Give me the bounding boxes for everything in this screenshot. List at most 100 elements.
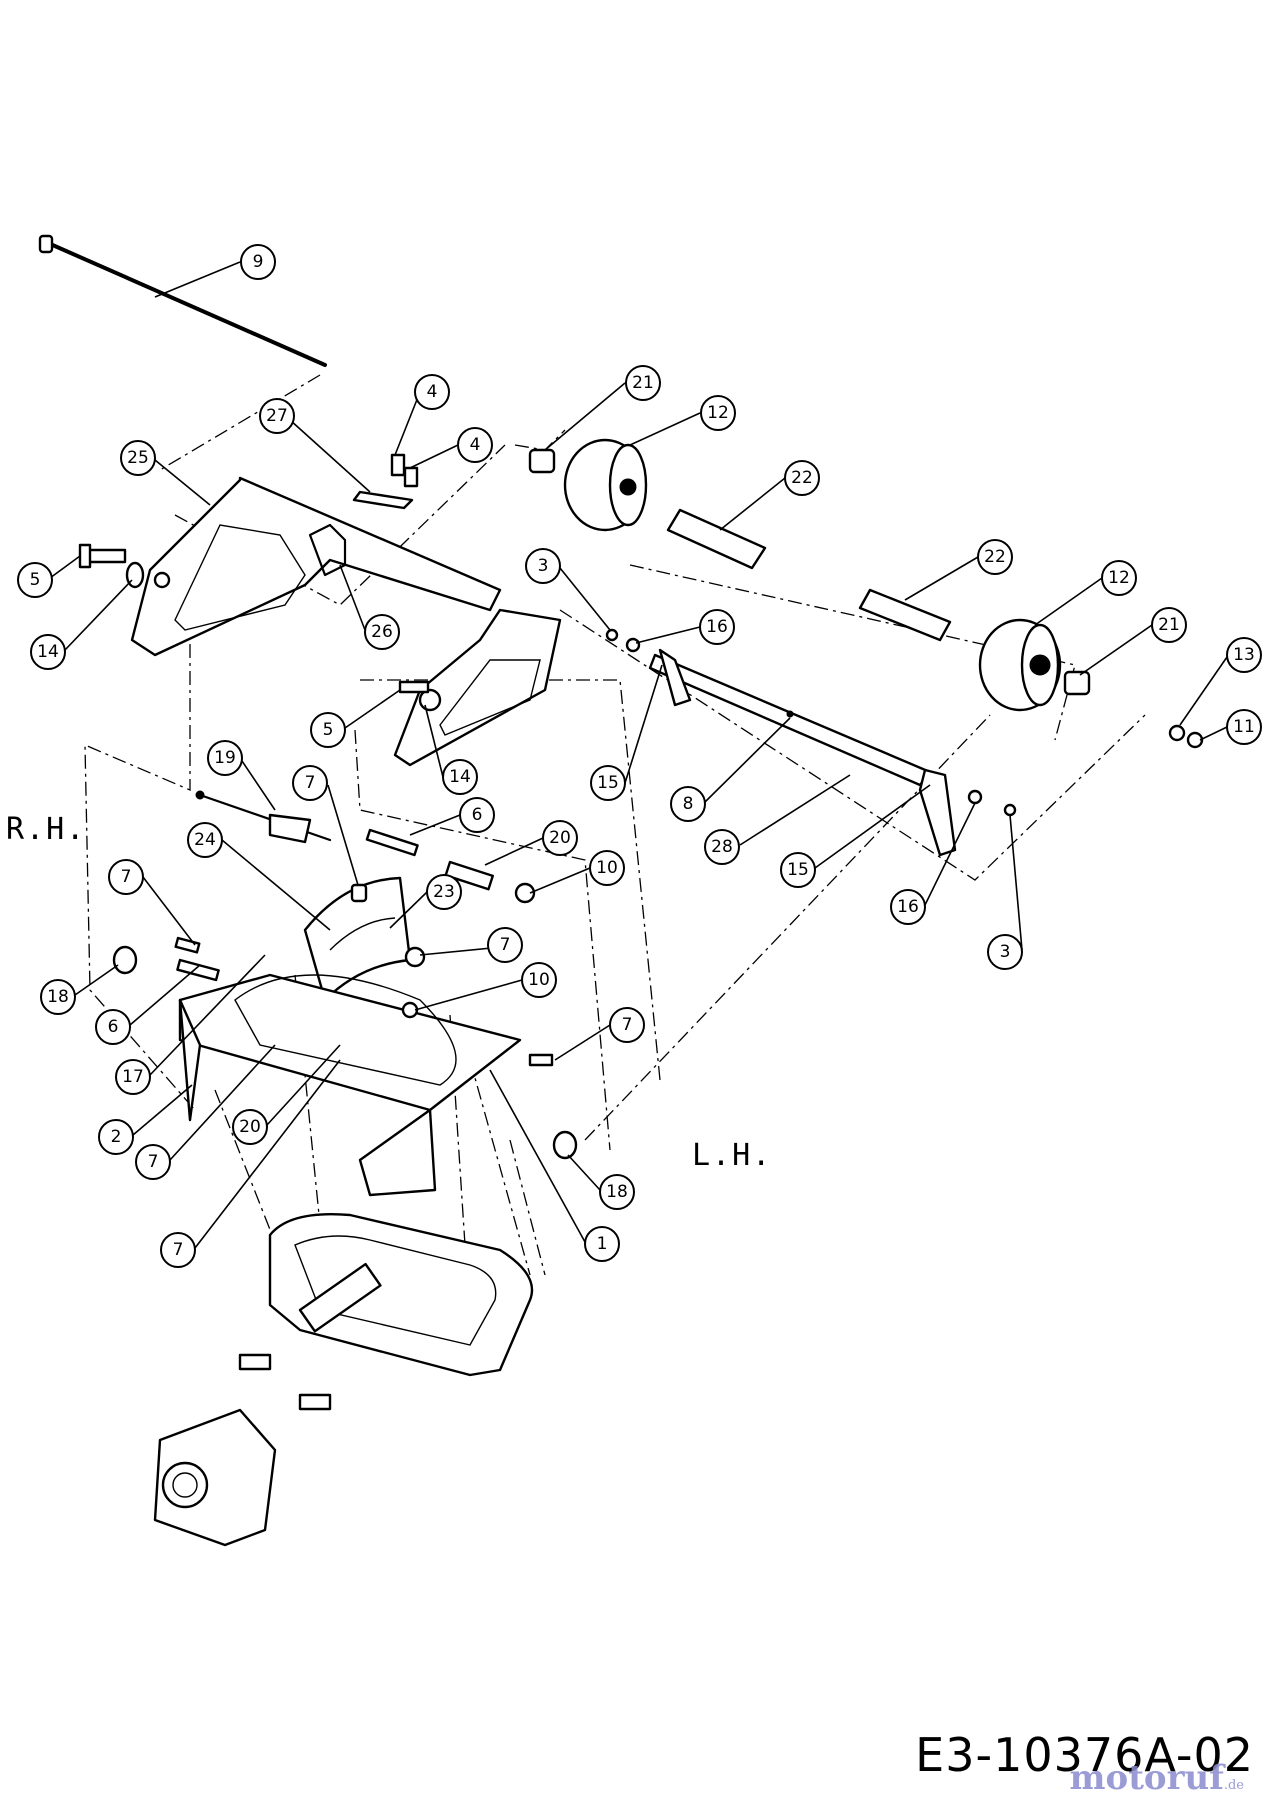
callout-27: 27 [259, 398, 371, 493]
part-27-plate-and-part-4-screws [352, 453, 419, 510]
callout-28: 28 [704, 774, 851, 865]
callout-7b: 7 [108, 859, 196, 946]
watermark-text: motoruf [1069, 1758, 1224, 1798]
drawing-number: E3-10376A-02 [915, 1728, 1254, 1782]
callout-21a: 21 [544, 365, 661, 451]
callout-10a: 10 [529, 850, 625, 894]
svg-text:3: 3 [1000, 942, 1011, 962]
svg-text:7: 7 [148, 1152, 159, 1172]
svg-text:5: 5 [30, 570, 41, 590]
auger-housing-and-gearbox [153, 1213, 534, 1547]
callout-4b: 4 [409, 427, 493, 469]
svg-text:27: 27 [266, 406, 288, 426]
callout-10b: 10 [414, 962, 557, 1011]
svg-text:26: 26 [371, 622, 393, 642]
svg-text:8: 8 [683, 794, 694, 814]
part-18-bushings [112, 945, 578, 1160]
part-6-bolt-20-spacer-10-nut-upper [365, 828, 536, 904]
part-1-2-chute-housing [174, 936, 554, 1197]
callout-23: 23 [389, 874, 462, 929]
svg-text:14: 14 [37, 642, 59, 662]
svg-text:20: 20 [549, 828, 571, 848]
callout-5b: 5 [310, 689, 401, 748]
callout-7c: 7 [419, 927, 523, 963]
callout-19: 19 [207, 740, 276, 811]
callout-12b: 12 [1034, 560, 1137, 626]
svg-text:2: 2 [111, 1127, 122, 1147]
svg-text:7: 7 [500, 935, 511, 955]
svg-text:22: 22 [791, 468, 813, 488]
callout-20b: 20 [232, 1044, 341, 1145]
svg-text:15: 15 [787, 860, 809, 880]
part-23-chute-ring [303, 876, 412, 1002]
part-25-rh-side-plate [130, 476, 502, 657]
callout-15a: 15 [590, 664, 663, 801]
callout-5a: 5 [17, 555, 81, 598]
callout-18a: 18 [40, 964, 119, 1015]
svg-text:17: 17 [122, 1067, 144, 1087]
callout-6b: 6 [95, 964, 201, 1045]
svg-text:6: 6 [472, 805, 483, 825]
svg-text:12: 12 [1108, 568, 1130, 588]
part-9-rod [38, 234, 327, 367]
callout-14b: 14 [424, 704, 478, 795]
svg-text:20: 20 [239, 1117, 261, 1137]
svg-text:7: 7 [305, 773, 316, 793]
callout-8: 8 [670, 717, 791, 822]
svg-text:24: 24 [194, 830, 216, 850]
callout-16b: 16 [890, 802, 976, 925]
svg-text:15: 15 [597, 773, 619, 793]
callout-21b: 21 [1079, 607, 1187, 676]
part-12-wheel-right [858, 588, 1091, 712]
callout-7e: 7 [135, 1044, 276, 1180]
svg-text:21: 21 [632, 373, 654, 393]
callout-14a: 14 [30, 579, 133, 670]
svg-text:9: 9 [253, 252, 264, 272]
callout-24: 24 [187, 822, 331, 931]
svg-text:3: 3 [538, 556, 549, 576]
right-hand-label: R.H. [6, 812, 87, 847]
svg-text:7: 7 [173, 1240, 184, 1260]
callout-15b: 15 [780, 784, 931, 888]
svg-text:11: 11 [1233, 717, 1255, 737]
svg-text:22: 22 [984, 547, 1006, 567]
svg-text:7: 7 [622, 1015, 633, 1035]
callout-16a: 16 [635, 609, 735, 645]
callout-17: 17 [115, 954, 266, 1095]
svg-text:19: 19 [214, 748, 236, 768]
callout-2: 2 [98, 1084, 193, 1155]
svg-text:16: 16 [706, 617, 728, 637]
callout-7d: 7 [554, 1007, 645, 1061]
svg-text:7: 7 [121, 867, 132, 887]
part-5-bolt-14-washer-rh [78, 543, 145, 589]
callout-26: 26 [339, 564, 400, 650]
svg-text:10: 10 [596, 858, 618, 878]
svg-text:14: 14 [449, 767, 471, 787]
watermark-logo: motoruf.de [1070, 1758, 1244, 1798]
callout-7f: 7 [160, 1059, 341, 1268]
callout-11: 11 [1199, 709, 1262, 745]
svg-text:25: 25 [127, 448, 149, 468]
left-hand-label: L.H. [692, 1138, 773, 1173]
svg-text:16: 16 [897, 897, 919, 917]
svg-text:18: 18 [47, 987, 69, 1007]
watermark-tld: .de [1223, 1778, 1244, 1793]
svg-text:6: 6 [108, 1017, 119, 1037]
callout-9: 9 [154, 244, 276, 298]
callout-7a: 7 [292, 765, 359, 886]
callout-22b: 22 [904, 539, 1013, 601]
callout-25: 25 [120, 440, 211, 506]
svg-text:4: 4 [427, 382, 438, 402]
svg-text:18: 18 [606, 1182, 628, 1202]
callout-12a: 12 [629, 395, 736, 446]
callout-1: 1 [489, 1069, 620, 1262]
svg-text:13: 13 [1233, 645, 1255, 665]
svg-text:5: 5 [323, 720, 334, 740]
svg-text:4: 4 [470, 435, 481, 455]
callout-18b: 18 [567, 1154, 635, 1210]
svg-text:1: 1 [597, 1234, 608, 1254]
callout-4a: 4 [394, 374, 450, 456]
svg-text:23: 23 [433, 882, 455, 902]
